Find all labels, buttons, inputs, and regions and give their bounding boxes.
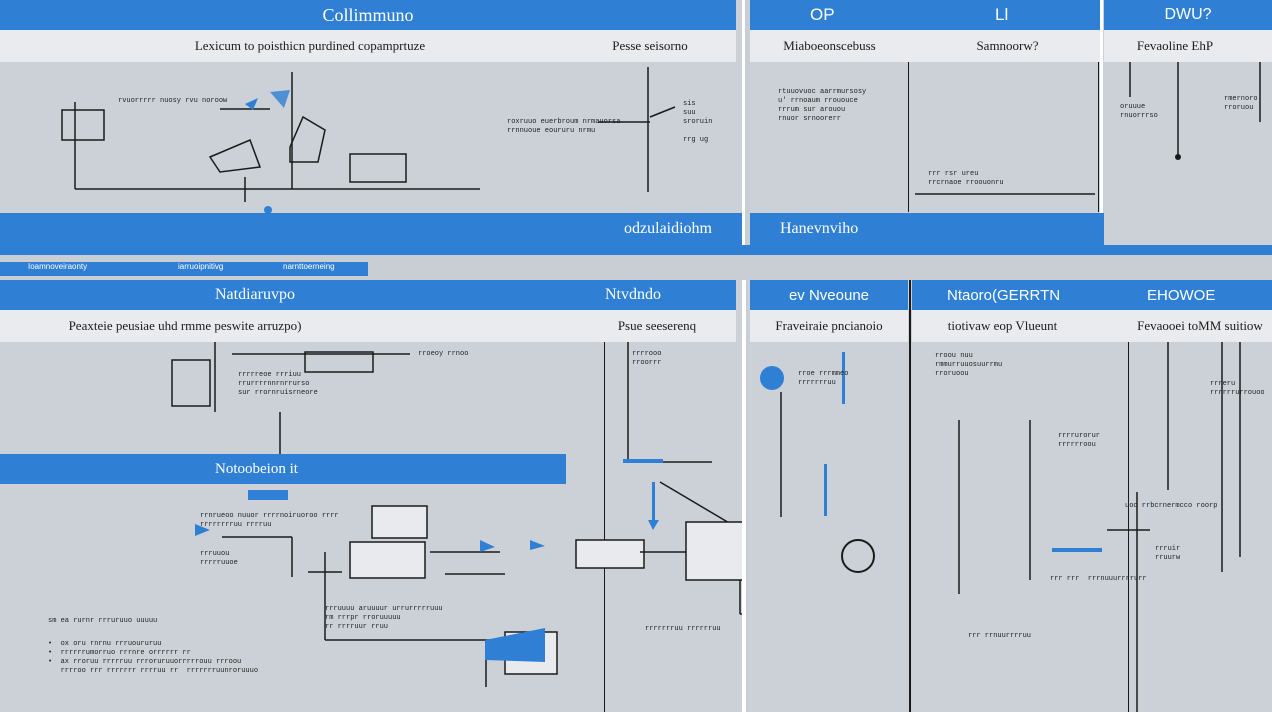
top-bottom-bar-left: odzulaidiohm [0, 213, 742, 245]
top-left-title-bar: Collimmuno [0, 0, 736, 30]
bottom-left-subtitle-strip [0, 310, 736, 342]
top-divider-3 [908, 62, 909, 212]
bottom-mid-panel [748, 280, 910, 712]
note-b14: rrr rrr rrrnuuurrrrurr [1050, 575, 1147, 583]
top-bottom-bar-mid: Hanevnviho [750, 213, 1104, 245]
top-divider-2 [1100, 0, 1103, 245]
tab-2[interactable]: iarruoipnitivg [178, 262, 224, 271]
top-left-subtitle-strip [0, 30, 736, 62]
note-b4: uoo rrbcrnermcco roorp [1125, 502, 1218, 510]
top-left-subtitle-right: Pesse seisorno [612, 38, 688, 53]
top-mid-title-bar: OP Ll [750, 0, 1100, 30]
note-b12: • ox oru rnrnu rrruoururuu • rrrrrrumorr… [48, 640, 259, 675]
note-t1: rvuorrrrr nuosy rvu noroow [118, 97, 228, 105]
note-b16: rrreru rrrrrrurrouoo [1210, 380, 1265, 397]
bottom-right-title-2: EHOWOE [1147, 286, 1216, 304]
tab-3[interactable]: narnttoerneing [283, 262, 335, 271]
bottom-left-title: Natdiaruvpo [215, 286, 295, 303]
bottom-right-title-bar: Ntaoro(GERRTN EHOWOE [912, 280, 1272, 310]
top-separator-line [0, 245, 1272, 255]
top-right-diagram [1129, 62, 1261, 160]
bottom-right-title-1: Ntaoro(GERRTN [947, 286, 1061, 304]
bottom-mid-subtitle: Fraveiraie pncianoio [775, 318, 883, 333]
note-b17: rrrrrrruu rrrrrruu [645, 625, 721, 633]
top-left-diagram [61, 67, 676, 213]
note-b13: rrruuuu aruuuur urrurrrrruuu rm rrrpr rr… [325, 605, 443, 631]
bottom-right-diagram [958, 342, 1241, 712]
top-divider-1 [742, 0, 745, 245]
note-b15: rrr rrnuurrrruu [968, 632, 1032, 640]
tab-1[interactable]: Ioamnoveiraonty [28, 262, 88, 271]
note-b9: rrrrurorur rrrrrroou [1058, 432, 1101, 449]
top-left-subtitle: Lexicum to poisthicn purdined copamprtuz… [194, 38, 426, 53]
note-t2: roxruuo euerbroum nrmauorsa rrnnuoue eou… [507, 118, 621, 135]
bottom-divider-4 [1128, 342, 1129, 712]
note-t5: rrr rsr ureu rrcrnaoe rroouonru [928, 170, 1004, 187]
bottom-mid-subtitle-strip [750, 310, 908, 342]
bottom-right-panel [912, 280, 1272, 712]
top-right-title-bar: DWU? [1104, 0, 1272, 30]
bottom-divider-1 [742, 280, 746, 712]
bottom-mid-diagram [760, 352, 875, 573]
tabs-strip [0, 262, 368, 276]
bottom-inner-bar: Notoobeion it [0, 454, 566, 484]
bottom-left-title-bar: Natdiaruvpo Ntvdndo [0, 280, 736, 310]
bottom-right-subtitle-2: Fevaooei toMM suitiow [1137, 318, 1263, 333]
note-b2: rrrrreoe rrriuu rrurrrrnnrnrrurso sur rr… [238, 371, 318, 397]
top-mid-subtitle-1: Miaboeonscebuss [783, 38, 876, 53]
bottom-left-subtitle-right: Psue seeserenq [617, 318, 697, 333]
bottom-right-subtitle-strip [912, 310, 1272, 342]
note-t7: rmernoro rroruou [1224, 95, 1258, 112]
note-t3: sis suu sroruin rrg ug [683, 100, 713, 144]
top-mid-subtitle-strip [750, 30, 1100, 62]
top-divider-4 [1098, 62, 1099, 212]
top-right-subtitle-strip [1104, 30, 1272, 62]
bottom-divider-2 [909, 280, 911, 712]
note-b3: rrrrooo rroorrr [632, 350, 662, 367]
top-right-subtitle: Fevaoline EhP [1136, 38, 1214, 53]
note-b11: sm ea rurnr rrruruuo uuuuu [48, 617, 158, 625]
note-b5: rrruuou rrrrruuoe [200, 550, 238, 567]
note-b6: rroe rrrmmeo rrrrrrruu [798, 370, 849, 387]
note-b1: rroeoy rrnoo [418, 350, 469, 358]
note-t4: rtuuovuoc aarrmursosy u' rrnoaum rrououc… [778, 88, 867, 123]
note-b7: rrruir rruurw [1155, 545, 1181, 562]
note-b10: rrnrueoo nuuor rrrrnoiruoroo rrrr rrrrrr… [200, 512, 339, 529]
note-t6: oruuue rnuorrrso [1120, 103, 1158, 120]
note-b8: rroou nuu rmmurruuosuurrmu rroruoou [935, 352, 1003, 378]
top-op-title: OP [810, 5, 835, 24]
top-ll-title: Ll [995, 5, 1009, 24]
bottom-left-subtitle: Peaxteie peusiae uhd rmme peswite arruzp… [68, 318, 302, 333]
bottom-right-subtitle-1: tiotivaw eop Vlueunt [947, 318, 1058, 333]
top-mid-diagram [915, 193, 1095, 195]
bottom-divider-3 [604, 342, 605, 712]
top-mid-subtitle-2: Samnoorw? [976, 38, 1039, 53]
bottom-mid-title-bar: ev Nveoune [750, 280, 908, 310]
bottom-left-right-title: Ntvdndo [605, 286, 661, 303]
bottom-left-diagram [171, 342, 742, 687]
